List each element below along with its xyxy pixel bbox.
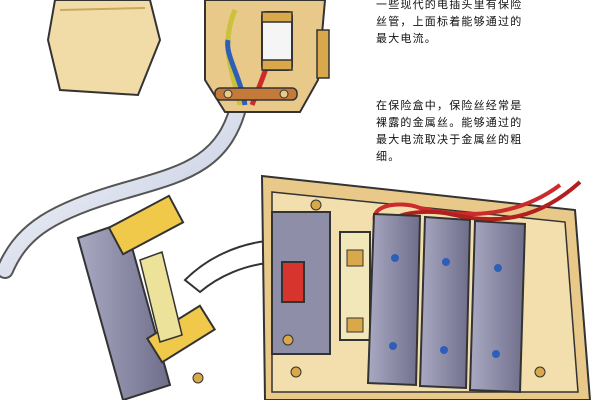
fuse-holder-1-icon [366, 212, 422, 387]
caption-fuse-box: 在保险盒中，保险丝经常是 裸露的金属丝。能够通过的 最大电流取决于金属丝的粗 细… [376, 99, 523, 163]
open-plug-icon [204, 0, 330, 113]
fuse-holder-2-icon [418, 215, 472, 390]
fuse-carrier-icon [76, 194, 217, 400]
fuse-holder-3-icon [468, 219, 527, 394]
caption-plug-fuse: 一些现代的电插头里有保险 丝管，上面标着能够通过的 最大电流。 [376, 0, 523, 45]
fuse-box-icon [260, 174, 592, 400]
plug-cover-icon [46, 0, 162, 97]
